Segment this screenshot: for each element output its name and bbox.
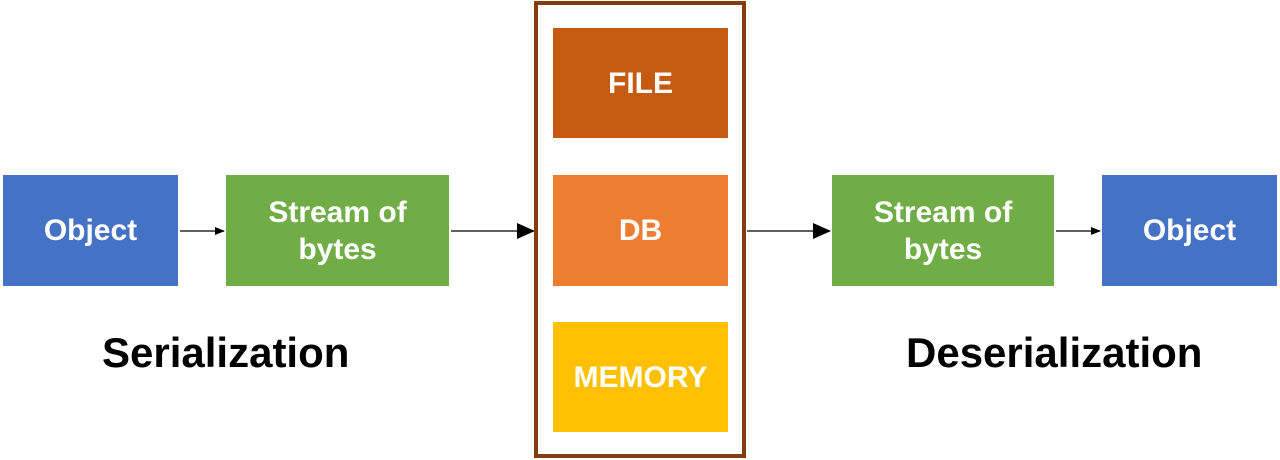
stream-label-line2: bytes xyxy=(903,232,983,266)
object-label: Object xyxy=(43,214,138,247)
memory-label: MEMORY xyxy=(573,360,708,394)
file-label: FILE xyxy=(608,66,673,100)
stream-label: Stream of bytes xyxy=(874,194,1012,268)
object-box-target: Object xyxy=(1102,175,1277,286)
storage-group-frame xyxy=(534,1,746,458)
stream-of-bytes-box-serialize: Stream of bytes xyxy=(226,175,449,286)
stream-label-line2: bytes xyxy=(298,232,377,266)
file-storage-box: FILE xyxy=(553,28,728,138)
serialization-caption: Serialization xyxy=(102,329,350,376)
object-box-source: Object xyxy=(3,175,178,286)
stream-label: Stream of bytes xyxy=(268,194,406,268)
stream-label-line1: Stream of xyxy=(873,195,1013,229)
db-label: DB xyxy=(618,214,663,247)
stream-label-line1: Stream of xyxy=(268,195,407,229)
db-storage-box: DB xyxy=(553,175,728,286)
object-label: Object xyxy=(1142,214,1237,247)
deserialization-caption: Deserialization xyxy=(906,329,1203,376)
stream-of-bytes-box-deserialize: Stream of bytes xyxy=(832,175,1054,286)
memory-storage-box: MEMORY xyxy=(553,322,728,432)
